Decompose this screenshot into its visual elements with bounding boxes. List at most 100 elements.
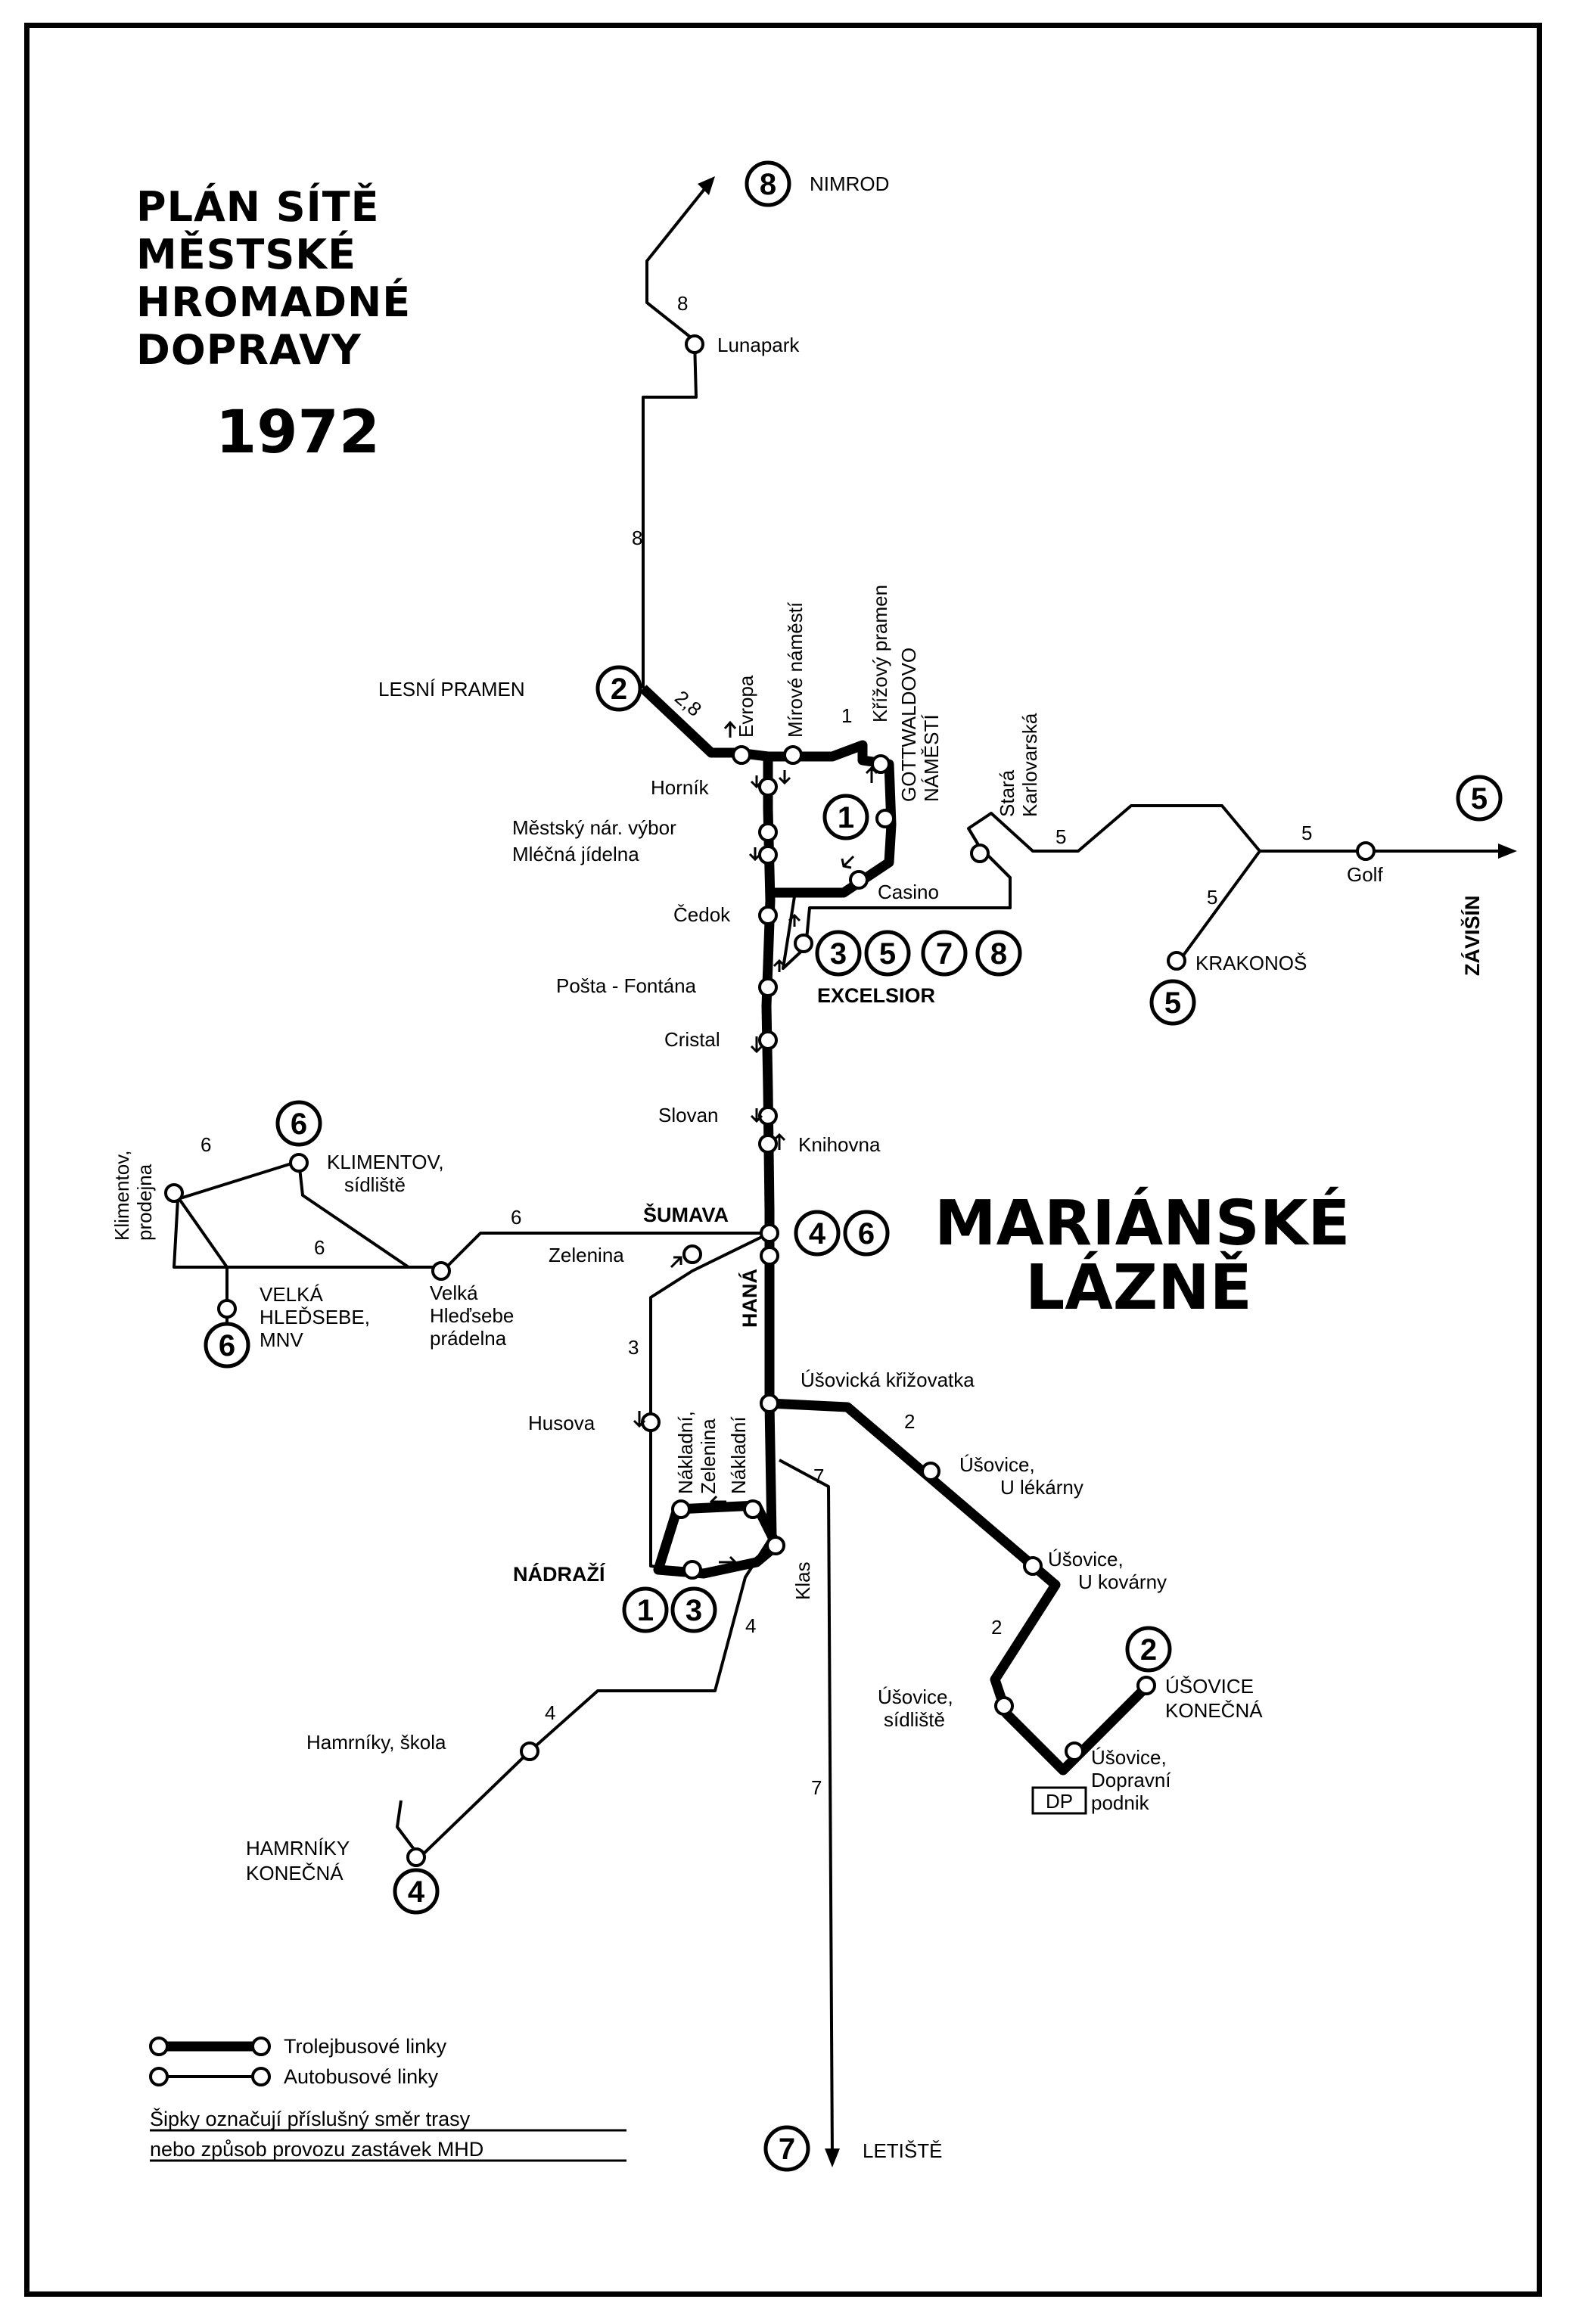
line-num-3: 3 <box>628 1336 639 1359</box>
stop-husova[interactable] <box>641 1412 661 1432</box>
badge-zavisin[interactable] <box>1456 775 1503 822</box>
city-line2: LÁZNĚ <box>1025 1251 1252 1324</box>
badge-excelsior-5[interactable] <box>864 930 911 977</box>
arrow-to-letiste <box>825 2148 840 2167</box>
title-line1: PLÁN SÍTĚ <box>136 183 379 231</box>
stop-nakladni[interactable] <box>743 1499 763 1519</box>
arrow-casino <box>841 855 855 869</box>
stop-slovan[interactable] <box>758 1106 778 1126</box>
bus-line-8 <box>642 184 709 688</box>
line-num-6-b: 6 <box>314 1236 325 1259</box>
stop-cristal[interactable] <box>758 1030 778 1050</box>
title-line2: MĚSTSKÉ <box>136 231 356 278</box>
stop-usovicka[interactable] <box>760 1393 779 1413</box>
stop-dopravni-podnik[interactable] <box>1065 1741 1084 1761</box>
stop-mlecna[interactable] <box>758 845 778 865</box>
line-num-6-c: 6 <box>511 1206 521 1229</box>
badge-nadrazi-1-num: 1 <box>637 1594 654 1627</box>
badge-nimrod[interactable] <box>745 160 791 207</box>
trolley-line-2-usovice <box>769 1398 1150 1776</box>
bus-line-5-krakonos <box>1175 850 1261 966</box>
label-letiste: LETIŠTĚ <box>863 2139 942 2162</box>
stop-sumava[interactable] <box>760 1223 779 1243</box>
stop-casino[interactable] <box>849 870 869 890</box>
label-velka-pradelna-3: prádelna <box>430 1327 507 1350</box>
label-hamrniky-1: HAMRNÍKY <box>246 1837 350 1860</box>
line-num-8-b: 8 <box>632 527 642 549</box>
arrow-to-zavisin <box>1498 844 1517 859</box>
stop-excelsior[interactable] <box>794 934 813 953</box>
stop-klas[interactable] <box>766 1536 785 1555</box>
label-velka-pradelna-2: Hleďsebe <box>430 1304 514 1327</box>
badge-nadrazi-3-num: 3 <box>686 1594 702 1627</box>
stop-u-lekarny[interactable] <box>921 1462 940 1481</box>
arrow-to-nimrod <box>698 176 715 195</box>
stop-cedok[interactable] <box>758 906 778 925</box>
stop-lunapark[interactable] <box>685 334 704 354</box>
stop-knihovna[interactable] <box>758 1134 778 1154</box>
label-casino: Casino <box>878 881 939 903</box>
arrow-mlecna <box>748 847 762 862</box>
badge-sumava-6[interactable] <box>843 1210 890 1257</box>
stop-hamrniky-konecna[interactable] <box>406 1847 426 1867</box>
line-num-2-b: 2 <box>991 1616 1002 1639</box>
badge-krakonos-num: 5 <box>1164 986 1181 1020</box>
badge-excelsior-8[interactable] <box>975 930 1022 977</box>
stop-posta[interactable] <box>758 977 778 997</box>
bus-line-7 <box>779 1459 834 2161</box>
badge-excelsior-7-num: 7 <box>936 937 953 971</box>
stop-klimentov-prodejna[interactable] <box>164 1183 184 1203</box>
badge-letiste[interactable] <box>763 2125 810 2172</box>
badge-hamrniky[interactable] <box>393 1868 440 1915</box>
badge-nadrazi-3[interactable] <box>670 1586 717 1633</box>
stop-hamrniky-skola[interactable] <box>520 1741 539 1761</box>
badge-excelsior-3[interactable] <box>815 930 862 977</box>
stop-gottwaldovo[interactable] <box>875 809 895 828</box>
stop-velka-pradelna[interactable] <box>431 1261 451 1281</box>
stop-usovice-konecna[interactable] <box>1136 1676 1156 1695</box>
map-title: PLÁN SÍTĚ MĚSTSKÉ HROMADNÉ DOPRAVY 1972 <box>136 183 410 467</box>
stop-usovice-sidliste[interactable] <box>994 1696 1014 1716</box>
line-num-7-a: 7 <box>813 1465 824 1487</box>
title-line4: DOPRAVY <box>136 326 362 374</box>
stop-mnv[interactable] <box>758 822 778 842</box>
badge-excelsior-7[interactable] <box>921 930 968 977</box>
stop-golf[interactable] <box>1356 841 1376 861</box>
label-hamrniky-2: KONEČNÁ <box>246 1862 344 1884</box>
line-num-5-c: 5 <box>1207 886 1217 909</box>
badge-usovice[interactable] <box>1125 1626 1172 1673</box>
label-gottwaldovo-1: GOTTWALDOVO <box>897 648 920 802</box>
badge-lesni-pramen[interactable] <box>595 665 642 712</box>
stop-stara-karlovarska[interactable] <box>970 844 990 863</box>
stop-krakonos[interactable] <box>1167 951 1186 971</box>
label-mnv: Městský nár. výbor <box>512 816 676 839</box>
stop-krizovy-pramen[interactable] <box>871 754 891 774</box>
stop-nadrazi[interactable] <box>682 1560 702 1580</box>
stop-klimentov-sidliste[interactable] <box>289 1153 309 1173</box>
stop-nakladni-zelenina[interactable] <box>671 1499 691 1519</box>
stop-u-kovarny[interactable] <box>1023 1556 1043 1576</box>
badge-nadrazi-1[interactable] <box>622 1586 669 1633</box>
stop-labels: Lunapark Evropa Mírové náměstí Křížový p… <box>110 334 1383 1815</box>
stop-hornik[interactable] <box>758 777 778 797</box>
badge-krakonos[interactable] <box>1149 979 1196 1026</box>
badge-sumava-4[interactable] <box>794 1210 841 1257</box>
stop-hana[interactable] <box>760 1246 779 1266</box>
label-stara-karlovarska-2: Karlovarská <box>1018 713 1041 817</box>
badge-excelsior-5-num: 5 <box>879 937 896 971</box>
badge-velka-hledsebe[interactable] <box>204 1322 250 1369</box>
label-hana: HANÁ <box>738 1269 761 1328</box>
stop-evropa[interactable] <box>732 745 751 765</box>
badge-velka-hledsebe-num: 6 <box>219 1329 235 1362</box>
badge-klimentov[interactable] <box>275 1100 322 1147</box>
stop-mirove-namesti[interactable] <box>783 745 803 765</box>
stop-velka-hledsebe[interactable] <box>217 1299 237 1319</box>
arrow-hornik <box>750 775 763 789</box>
label-u-kovarny-1: Úšovice, <box>1048 1548 1124 1571</box>
label-lesni-pramen: LESNÍ PRAMEN <box>378 678 525 701</box>
label-mlecna: Mléčná jídelna <box>512 843 639 865</box>
badge-lesni-pramen-num: 2 <box>611 673 627 706</box>
badge-centrum-1[interactable] <box>822 794 869 840</box>
stop-zelenina[interactable] <box>682 1244 702 1264</box>
label-excelsior: EXCELSIOR <box>817 984 935 1007</box>
